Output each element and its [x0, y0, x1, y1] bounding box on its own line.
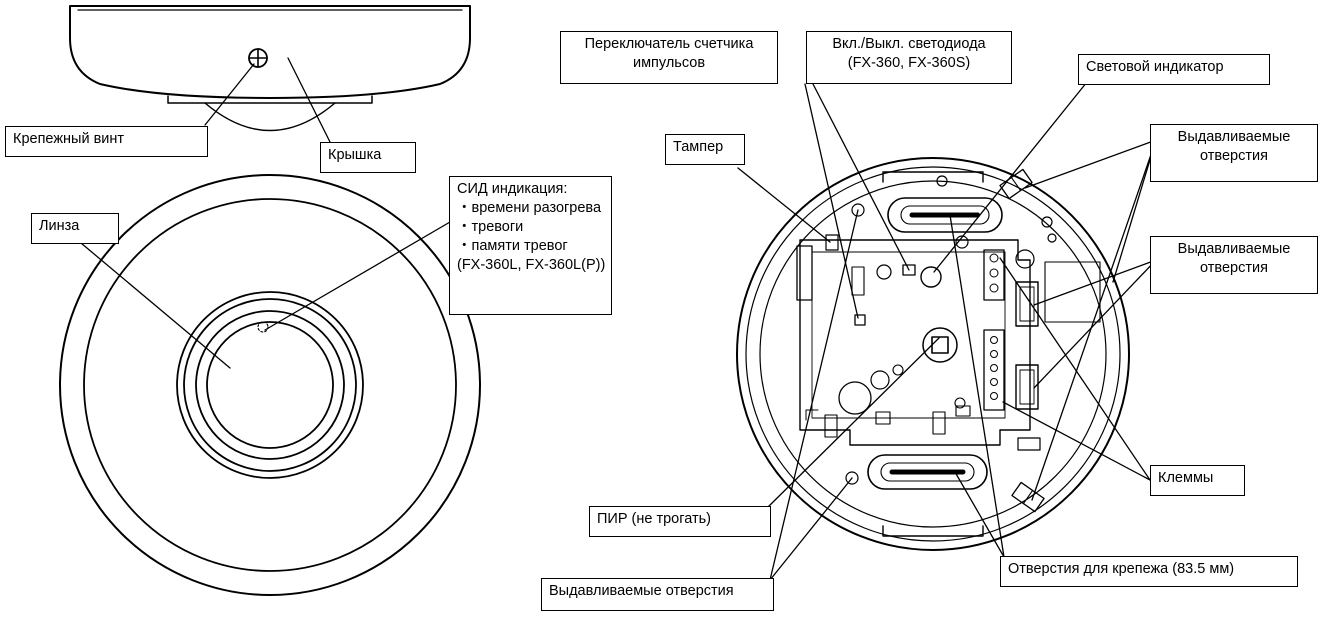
label-knockouts-middle: Выдавливаемые отверстия [1150, 236, 1318, 294]
label-light-indicator: Световой индикатор [1078, 54, 1270, 85]
label-tamper: Тампер [665, 134, 745, 165]
label-pulse-counter-switch: Переключатель счетчика импульсов [560, 31, 778, 84]
detector-front-view [59, 174, 481, 596]
label-led-on-off: Вкл./Выкл. светодиода (FX-360, FX-360S) [806, 31, 1012, 84]
detector-side-view [69, 5, 471, 132]
label-mounting-holes: Отверстия для крепежа (83.5 мм) [1000, 556, 1298, 587]
label-led-indication: СИД индикация: ・времени разогрева ・трево… [449, 176, 612, 315]
label-fixing-screw: Крепежный винт [5, 126, 208, 157]
fixing-screw-icon [248, 48, 268, 68]
label-lens: Линза [31, 213, 119, 244]
base-plate [736, 157, 1130, 551]
label-terminals: Клеммы [1150, 465, 1245, 496]
label-cover: Крышка [320, 142, 416, 173]
led-window-icon [257, 321, 269, 333]
lens-shape [206, 321, 334, 449]
label-knockouts-upper: Выдавливаемые отверстия [1150, 124, 1318, 182]
label-pir: ПИР (не трогать) [589, 506, 771, 537]
label-knockouts-bottom: Выдавливаемые отверстия [541, 578, 774, 611]
